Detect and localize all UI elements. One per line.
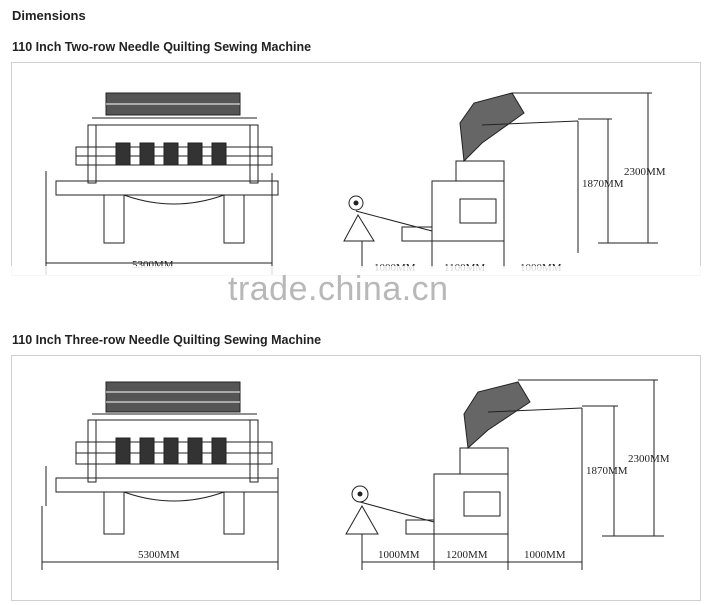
diagram-panel-three-row: 5300MM 1000MM 1200MM 1000MM 1870MM 2300M… — [11, 355, 701, 601]
diagram-title-three-row: 110 Inch Three-row Needle Quilting Sewin… — [12, 333, 322, 347]
watermark-text: trade.china.cn — [228, 270, 449, 308]
side-segment-2: 1200MM — [446, 549, 488, 561]
front-width-label: 5300MM — [138, 549, 180, 561]
height-inner-label: 1870MM — [582, 178, 624, 190]
machine-drawing-three-row: 5300MM 1000MM 1200MM 1000MM 1870MM 2300M… — [41, 379, 670, 570]
machine-drawing-two-row: 5300MM 1000MM 1100MM 1000MM 1870MM 2300M… — [45, 92, 666, 275]
side-segment-3: 1000MM — [524, 549, 566, 561]
side-segment-1: 1000MM — [378, 549, 420, 561]
watermark-band — [0, 266, 712, 322]
height-outer-label: 2300MM — [624, 166, 666, 178]
height-inner-label: 1870MM — [586, 465, 628, 477]
section-heading: Dimensions — [12, 8, 86, 23]
height-outer-label: 2300MM — [628, 453, 670, 465]
diagram-title-two-row: 110 Inch Two-row Needle Quilting Sewing … — [12, 40, 312, 54]
needle-heads — [115, 142, 227, 166]
diagram-panel-two-row: 5300MM 1000MM 1100MM 1000MM 1870MM 2300M… — [11, 62, 701, 276]
